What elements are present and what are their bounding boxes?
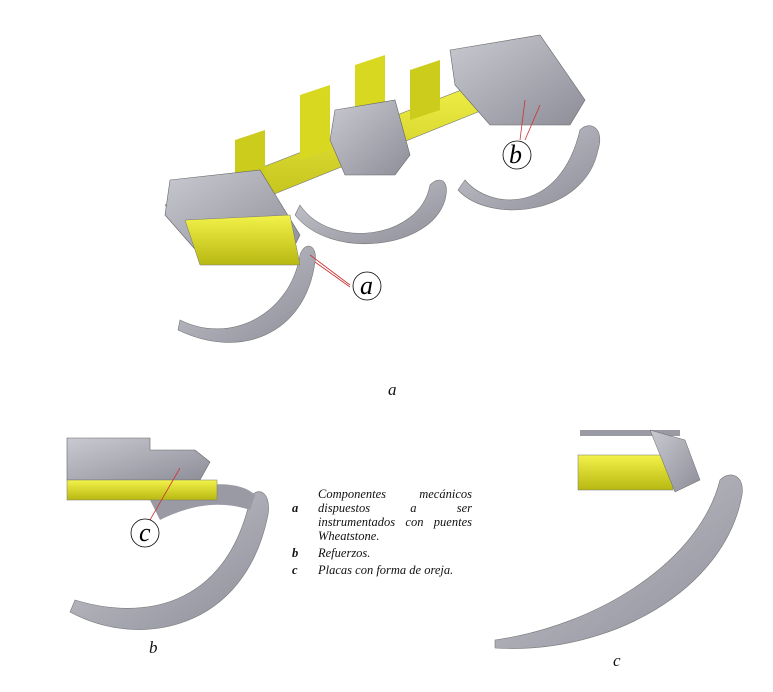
- panel-b-drawing: c: [66, 437, 269, 630]
- callout-b: [502, 140, 532, 170]
- legend-key: b: [292, 546, 299, 560]
- legend-item-b: b Refuerzos.: [292, 546, 472, 560]
- legend-item-a: a Componentes mecánicos dispuestos a ser…: [292, 487, 472, 543]
- caption-a: a: [388, 380, 397, 399]
- legend-text: Refuerzos.: [318, 546, 371, 560]
- caption-c: c: [613, 651, 621, 670]
- panel-a-drawing: a b: [164, 34, 600, 343]
- legend-item-c: c Placas con forma de oreja.: [292, 563, 472, 577]
- panel-c-drawing: [494, 429, 743, 649]
- caption-b: b: [149, 638, 158, 657]
- legend-text: Placas con forma de oreja.: [318, 563, 454, 577]
- callout-c-label: c: [139, 518, 151, 547]
- legend-key: c: [292, 563, 298, 577]
- legend: a Componentes mecánicos dispuestos a ser…: [292, 487, 472, 580]
- legend-text: Componentes mecánicos dispuestos a ser i…: [318, 487, 472, 543]
- callout-a: [352, 271, 382, 301]
- callout-c: [130, 518, 160, 548]
- legend-key: a: [292, 501, 299, 515]
- callout-b-label: b: [509, 140, 522, 169]
- callout-a-label: a: [360, 271, 373, 300]
